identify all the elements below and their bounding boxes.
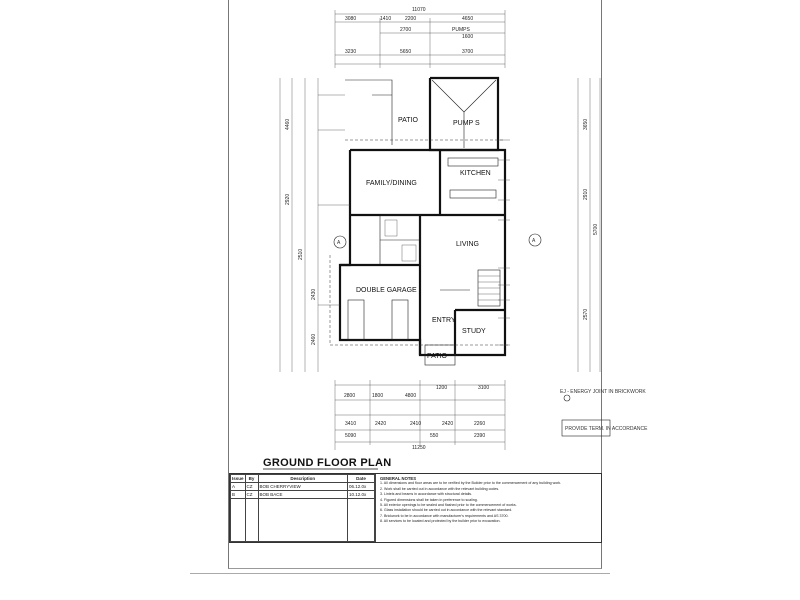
dim-bottom-5: 3100 (478, 385, 489, 391)
note-item: 5. All exterior openings to be sealed an… (380, 503, 517, 508)
dim-top-8: 3230 (345, 49, 356, 55)
side-dimensions: 4460 2920 2510 2430 2460 3650 2910 5700 … (279, 78, 601, 372)
drawing-title: GROUND FLOOR PLAN (263, 457, 392, 469)
table-row: B CZ BOB BACE 10.12.0x (230, 490, 375, 499)
room-kitchen: KITCHEN (460, 170, 491, 177)
cell: BOB BACE (257, 490, 349, 499)
cell: BOB CHERRYVIEW (257, 482, 349, 491)
col-by: By (244, 474, 259, 483)
revision-table: Issue By Description Date A CZ BOB CHERR… (230, 474, 375, 542)
dim-left-1: 4460 (285, 119, 291, 130)
svg-text:A: A (532, 238, 536, 244)
room-double-garage: DOUBLE GARAGE (356, 287, 417, 294)
room-labels: PATIO PUMP S FAMILY/DINING KITCHEN LIVIN… (356, 117, 491, 360)
note-item: 1. All dimensions and floor areas are to… (380, 481, 562, 486)
sheet-border (228, 0, 602, 569)
section-markers: A A (333, 233, 571, 402)
general-notes: GENERAL NOTES 1. All dimensions and floo… (375, 474, 601, 542)
col-description: Description (257, 474, 349, 483)
dim-top-7: 1600 (462, 34, 473, 40)
dim-right-1: 3650 (583, 119, 589, 130)
dim-bottom-9: 2420 (442, 421, 453, 427)
dim-bottom-2: 1800 (372, 393, 383, 399)
room-porch: PATIO (427, 353, 448, 360)
room-entry: ENTRY (432, 317, 456, 324)
room-patio-rear: PATIO (398, 117, 419, 124)
stamp-text: PROVIDE TERM. IN ACCORDANCE (565, 426, 648, 432)
col-issue: Issue (230, 474, 246, 483)
dim-bottom-overall: 11250 (412, 445, 426, 451)
dim-left-2: 2920 (285, 194, 291, 205)
dim-bottom-1: 2800 (344, 393, 355, 399)
note-item: 6. Glass installation should be carried … (380, 508, 513, 513)
notes-heading: GENERAL NOTES (380, 476, 416, 481)
cell: CZ (244, 490, 259, 499)
dim-bottom-11: 5090 (345, 433, 356, 439)
room-study: STUDY (462, 328, 486, 335)
table-row: A CZ BOB CHERRYVIEW 06.12.0x (230, 482, 375, 491)
dim-top-3: 2200 (405, 16, 416, 22)
col-date: Date (347, 474, 375, 483)
bottom-dimensions: 2800 1800 4800 1200 3100 3410 2420 2410 … (334, 380, 506, 451)
dim-top-1: 3080 (345, 16, 356, 22)
dim-top-6: PUMPS (452, 27, 470, 33)
cell: 06.12.0x (347, 482, 375, 491)
scan-edge-line (190, 573, 610, 574)
cell: A (230, 482, 246, 491)
dim-top-9: 5650 (400, 49, 411, 55)
note-item: 4. Figured dimensions shall be taken in … (380, 497, 478, 502)
dim-bottom-4: 1200 (436, 385, 447, 391)
note-item: 2. Work shall be carried out in accordan… (380, 486, 500, 491)
walls (329, 76, 510, 366)
cell: CZ (244, 482, 259, 491)
dim-bottom-12: 550 (430, 433, 439, 439)
dim-right-3: 5700 (593, 224, 599, 235)
dim-top-4: 4650 (462, 16, 473, 22)
dim-left-4: 2430 (311, 289, 317, 300)
room-living: LIVING (456, 241, 479, 248)
room-family-dining: FAMILY/DINING (366, 180, 417, 187)
dim-bottom-7: 2420 (375, 421, 386, 427)
annotation-leaders (318, 94, 510, 346)
title-block: Issue By Description Date A CZ BOB CHERR… (229, 473, 602, 543)
note-item: 8. All services to be located and protec… (380, 519, 501, 524)
dim-top-5: 2700 (400, 27, 411, 33)
revision-header-row: Issue By Description Date (230, 474, 375, 483)
svg-text:A: A (337, 240, 341, 246)
dim-right-2: 2910 (583, 189, 589, 200)
stamp-box (561, 419, 611, 437)
cell: B (230, 490, 246, 499)
dim-left-3: 2510 (298, 249, 304, 260)
room-pumps: PUMP S (453, 120, 480, 127)
note-item: 3. Lintels and beams in accordance with … (380, 492, 473, 497)
dim-bottom-8: 2410 (410, 421, 421, 427)
dim-bottom-13: 2390 (474, 433, 485, 439)
dim-top-overall: 11070 (412, 7, 426, 13)
dim-bottom-6: 3410 (345, 421, 356, 427)
note-item: 7. Brickwork to be in accordance with ma… (380, 513, 509, 518)
dim-right-4: 2570 (583, 309, 589, 320)
dim-left-5: 2460 (311, 334, 317, 345)
dim-bottom-10: 2260 (474, 421, 485, 427)
top-dimensions: 11070 3080 1410 2200 4650 2700 PUMPS 160… (334, 7, 506, 68)
cell: 10.12.0x (347, 490, 375, 499)
dim-top-10: 3700 (462, 49, 473, 55)
dim-top-2: 1410 (380, 16, 391, 22)
energy-joint-note: EJ - ENERGY JOINT IN BRICKWORK (560, 389, 646, 395)
dim-bottom-3: 4800 (405, 393, 416, 399)
